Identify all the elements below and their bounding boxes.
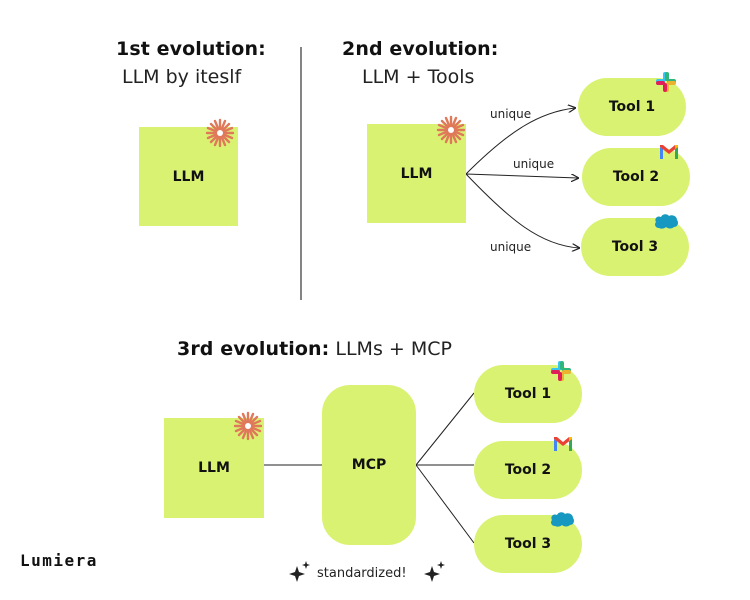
- salesforce-icon: [655, 214, 678, 229]
- edge-llm-tool1: [465, 108, 575, 175]
- section3-heading-bold: 3rd evolution:: [177, 338, 330, 360]
- section3-heading: 3rd evolution: LLMs + MCP: [177, 338, 452, 360]
- mcp-node: MCP: [322, 385, 416, 545]
- tool-label: Tool 2: [504, 462, 552, 478]
- gmail-icon: [554, 437, 572, 451]
- llm-box-2: LLM: [367, 124, 466, 223]
- llm-label: LLM: [198, 460, 230, 476]
- sparkle-icon: [424, 561, 445, 582]
- edge-label: unique: [490, 107, 532, 121]
- llm-box-1: LLM: [139, 127, 238, 226]
- salesforce-icon: [551, 512, 574, 527]
- section1-heading: 1st evolution:: [116, 38, 266, 60]
- slack-icon: [656, 72, 676, 92]
- llm-label: LLM: [400, 165, 433, 182]
- mcp-label: MCP: [351, 457, 387, 473]
- standardized-caption: standardized!: [317, 566, 407, 581]
- edge-label: unique: [513, 157, 555, 171]
- starburst-icon: [436, 115, 466, 145]
- edge-label: unique: [490, 240, 532, 254]
- tool-label: Tool 1: [504, 386, 552, 402]
- starburst-icon: [205, 118, 235, 148]
- edge-llm-tool3: [465, 173, 579, 248]
- section1-subheading: LLM by iteslf: [122, 66, 242, 88]
- edge-llm-tool2: [465, 173, 578, 178]
- gmail-icon: [660, 145, 678, 159]
- section2-subheading: LLM + Tools: [362, 66, 475, 88]
- section3-heading-light: LLMs + MCP: [335, 338, 452, 360]
- tool-label: Tool 2: [612, 169, 660, 185]
- tool-label: Tool 1: [608, 99, 656, 115]
- edge-mcp-tool3: [415, 464, 475, 544]
- tool-label: Tool 3: [611, 239, 659, 255]
- sparkle-icon: [289, 561, 310, 582]
- tool-2-node: Tool 2: [582, 148, 690, 206]
- section2-heading: 2nd evolution:: [342, 38, 499, 60]
- tool-label: Tool 3: [504, 536, 552, 552]
- lumiera-logo: Lumiera: [20, 551, 98, 570]
- slack-icon: [551, 361, 571, 381]
- starburst-icon: [233, 411, 263, 441]
- edge-mcp-tool1: [415, 392, 475, 466]
- llm-label: LLM: [172, 168, 205, 185]
- tool-2-node: Tool 2: [474, 441, 582, 499]
